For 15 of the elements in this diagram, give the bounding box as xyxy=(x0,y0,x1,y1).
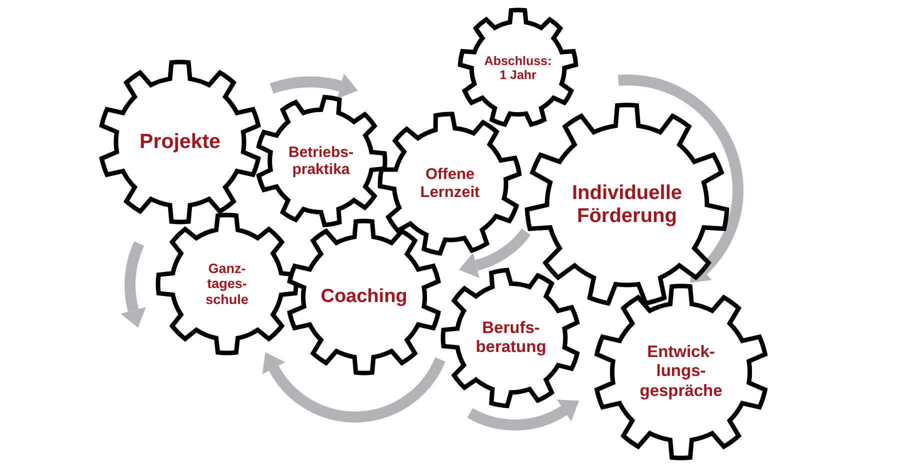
gear-label: Coaching xyxy=(320,286,408,308)
gear xyxy=(253,93,389,229)
gear-label: Ganz- tages- schule xyxy=(206,260,248,308)
gear xyxy=(376,110,524,258)
gear xyxy=(284,217,444,377)
gear-label: Betriebs- praktika xyxy=(288,144,354,178)
gear-label: Individuelle Förderung xyxy=(572,182,682,228)
gear-label: Projekte xyxy=(140,130,220,154)
gear-label: Entwick- lungs- gespräche xyxy=(640,343,722,401)
gear-label: Offene Lernzeit xyxy=(420,166,480,202)
gear xyxy=(96,58,264,226)
gear xyxy=(154,211,300,357)
gear-label: Abschluss: 1 Jahr xyxy=(483,54,553,82)
gear xyxy=(456,6,580,130)
gear-label: Berufs- beratung xyxy=(476,318,546,358)
